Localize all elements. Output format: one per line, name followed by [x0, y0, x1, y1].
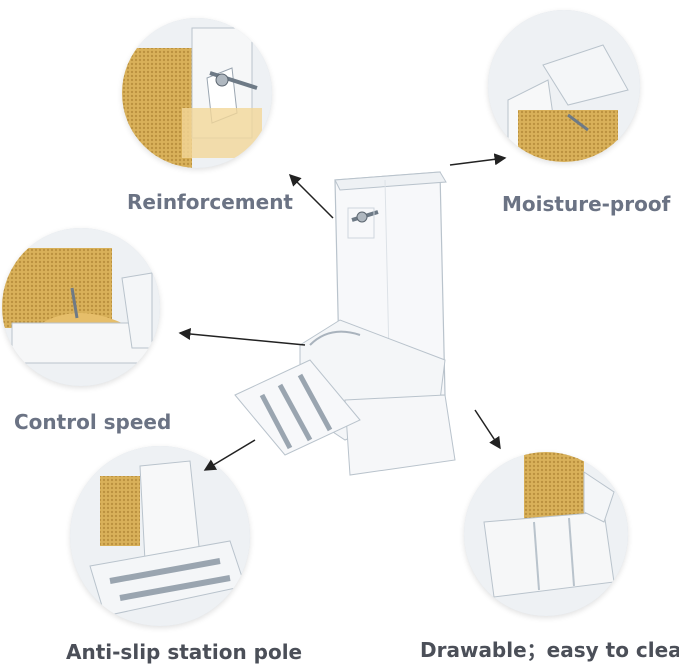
arrow-reinforcement	[288, 173, 334, 219]
control-speed-detail-image	[2, 228, 160, 386]
arrow-control-speed	[178, 328, 306, 346]
label-moisture-proof: Moisture-proof	[502, 192, 671, 216]
label-reinforcement: Reinforcement	[127, 190, 293, 214]
drawable-detail-image	[464, 452, 628, 616]
label-anti-slip: Anti-slip station pole	[66, 640, 303, 664]
reinforcement-detail-image	[122, 18, 272, 168]
arrow-drawable	[474, 409, 501, 450]
arrow-anti-slip	[203, 439, 256, 471]
moisture-proof-detail-image	[488, 10, 640, 162]
arrow-moisture-proof	[449, 153, 507, 166]
label-control-speed: Control speed	[14, 410, 172, 434]
feeder-tray	[234, 319, 456, 476]
anti-slip-detail-image	[70, 446, 250, 626]
label-drawable: Drawable；easy to clean.	[420, 638, 679, 662]
